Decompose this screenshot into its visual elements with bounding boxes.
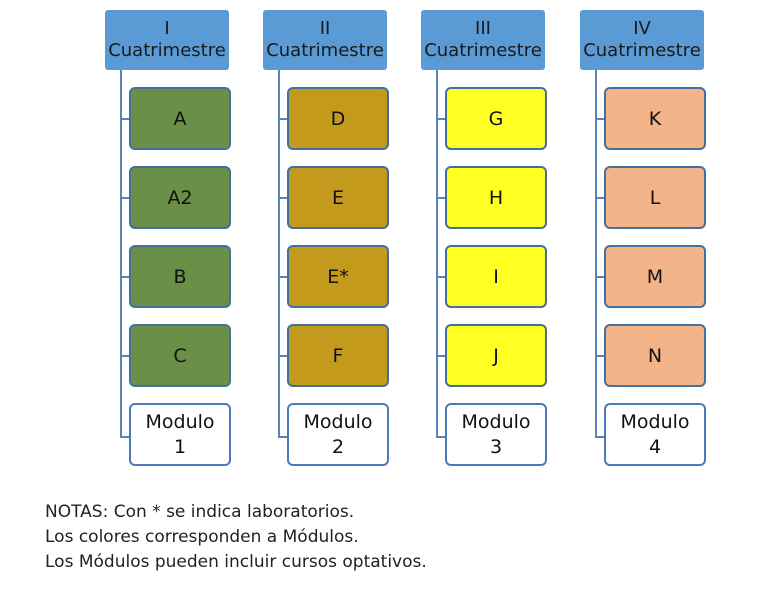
column-cuatrimestre-3: III Cuatrimestre G H I J Modulo 3 bbox=[421, 0, 581, 480]
course-box-l: L bbox=[604, 166, 706, 229]
column-cuatrimestre-1: I Cuatrimestre A A2 B C Modulo 1 bbox=[105, 0, 265, 480]
connector-branch bbox=[436, 276, 450, 278]
course-box-k: K bbox=[604, 87, 706, 150]
connector-branch bbox=[595, 436, 609, 438]
course-box-n: N bbox=[604, 324, 706, 387]
connector-branch bbox=[278, 118, 292, 120]
connector-branch bbox=[595, 118, 609, 120]
connector-branch bbox=[120, 197, 134, 199]
module-box-3: Modulo 3 bbox=[445, 403, 547, 466]
connector-branch bbox=[436, 436, 450, 438]
module-number: 2 bbox=[331, 435, 345, 458]
connector-line bbox=[436, 70, 438, 438]
header-roman: III bbox=[475, 18, 491, 39]
module-label: Modulo bbox=[145, 410, 215, 433]
header-cuatrimestre-2: II Cuatrimestre bbox=[263, 10, 387, 70]
module-number: 1 bbox=[173, 435, 187, 458]
connector-branch bbox=[595, 276, 609, 278]
connector-branch bbox=[436, 118, 450, 120]
connector-branch bbox=[595, 197, 609, 199]
module-box-4: Modulo 4 bbox=[604, 403, 706, 466]
connector-branch bbox=[120, 276, 134, 278]
header-title: Cuatrimestre bbox=[424, 40, 542, 61]
course-box-h: H bbox=[445, 166, 547, 229]
course-box-a: A bbox=[129, 87, 231, 150]
connector-branch bbox=[595, 355, 609, 357]
connector-branch bbox=[278, 197, 292, 199]
connector-branch bbox=[278, 355, 292, 357]
course-box-m: M bbox=[604, 245, 706, 308]
module-label: Modulo bbox=[461, 410, 531, 433]
connector-branch bbox=[278, 276, 292, 278]
header-title: Cuatrimestre bbox=[583, 40, 701, 61]
course-box-i: I bbox=[445, 245, 547, 308]
connector-branch bbox=[120, 355, 134, 357]
connector-branch bbox=[120, 118, 134, 120]
module-box-1: Modulo 1 bbox=[129, 403, 231, 466]
course-box-a2: A2 bbox=[129, 166, 231, 229]
course-box-j: J bbox=[445, 324, 547, 387]
module-label: Modulo bbox=[303, 410, 373, 433]
note-line: Los Módulos pueden incluir cursos optati… bbox=[45, 552, 427, 572]
course-box-b: B bbox=[129, 245, 231, 308]
connector-branch bbox=[436, 197, 450, 199]
header-roman: IV bbox=[633, 18, 651, 39]
header-cuatrimestre-1: I Cuatrimestre bbox=[105, 10, 229, 70]
connector-line bbox=[120, 70, 122, 438]
column-cuatrimestre-2: II Cuatrimestre D E E* F Modulo 2 bbox=[263, 0, 423, 480]
connector-line bbox=[595, 70, 597, 438]
connector-branch bbox=[120, 436, 134, 438]
course-box-d: D bbox=[287, 87, 389, 150]
header-roman: I bbox=[164, 18, 170, 39]
header-cuatrimestre-4: IV Cuatrimestre bbox=[580, 10, 704, 70]
header-roman: II bbox=[319, 18, 331, 39]
connector-branch bbox=[278, 436, 292, 438]
course-box-g: G bbox=[445, 87, 547, 150]
course-box-f: F bbox=[287, 324, 389, 387]
connector-branch bbox=[436, 355, 450, 357]
note-line: Los colores corresponden a Módulos. bbox=[45, 527, 359, 547]
course-box-c: C bbox=[129, 324, 231, 387]
module-box-2: Modulo 2 bbox=[287, 403, 389, 466]
course-box-e-lab: E* bbox=[287, 245, 389, 308]
connector-line bbox=[278, 70, 280, 438]
module-label: Modulo bbox=[620, 410, 690, 433]
module-number: 3 bbox=[489, 435, 503, 458]
course-box-e: E bbox=[287, 166, 389, 229]
header-cuatrimestre-3: III Cuatrimestre bbox=[421, 10, 545, 70]
header-title: Cuatrimestre bbox=[266, 40, 384, 61]
notes-block: NOTAS: Con * se indica laboratorios. Los… bbox=[45, 500, 427, 575]
note-line: NOTAS: Con * se indica laboratorios. bbox=[45, 502, 355, 522]
module-number: 4 bbox=[648, 435, 662, 458]
column-cuatrimestre-4: IV Cuatrimestre K L M N Modulo 4 bbox=[580, 0, 740, 480]
header-title: Cuatrimestre bbox=[108, 40, 226, 61]
